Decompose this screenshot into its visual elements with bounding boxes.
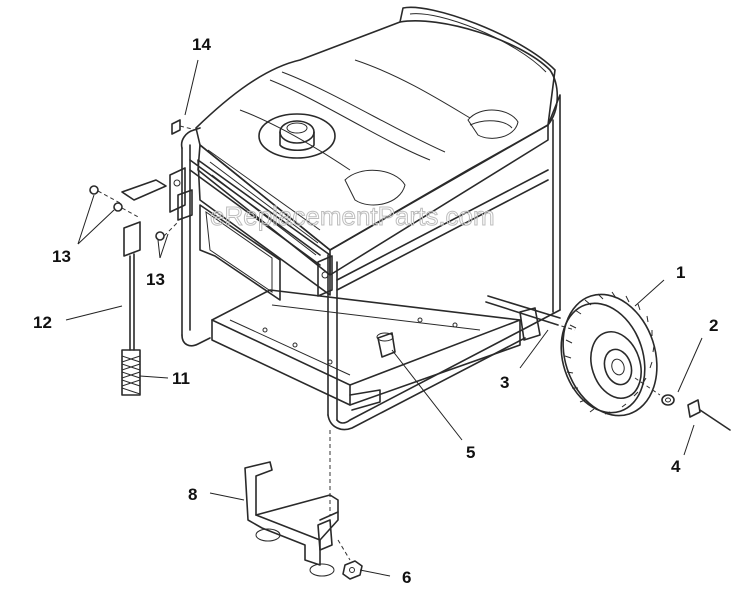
- left-brackets: [169, 167, 333, 297]
- rubber-foot-part-5: [376, 332, 396, 358]
- callout-1: 1: [676, 263, 685, 282]
- callout-11: 11: [172, 369, 190, 388]
- cotter-pin-part-4: [687, 399, 731, 431]
- axle-part-3: [485, 295, 576, 341]
- ground-clamp-part-11: [121, 349, 141, 396]
- washer-part-2: [634, 377, 675, 406]
- bolt-part-14: [171, 119, 197, 135]
- control-panel: [197, 149, 331, 301]
- leader-lines: [65, 59, 703, 577]
- callout-13-right: 13: [146, 270, 165, 289]
- watermark-text: eReplacementParts.com: [210, 201, 495, 231]
- callout-3: 3: [500, 373, 509, 392]
- callout-13-left: 13: [52, 247, 71, 266]
- wheel-part-1: [560, 291, 658, 417]
- screws-part-13: [89, 179, 179, 241]
- nut-part-6: [337, 539, 363, 580]
- callout-5: 5: [466, 443, 475, 462]
- callout-8: 8: [188, 485, 197, 504]
- ground-cable-part-12: [123, 221, 141, 351]
- fuel-cap: [258, 113, 336, 159]
- callout-4: 4: [671, 457, 681, 476]
- base-cradle: [211, 289, 521, 411]
- callout-2: 2: [709, 316, 718, 335]
- callout-14: 14: [192, 35, 211, 54]
- fuel-tank: [195, 6, 559, 276]
- callout-12: 12: [33, 313, 52, 332]
- frame: [180, 94, 561, 431]
- callout-6: 6: [402, 568, 411, 587]
- foot-bracket-part-8: [244, 430, 339, 577]
